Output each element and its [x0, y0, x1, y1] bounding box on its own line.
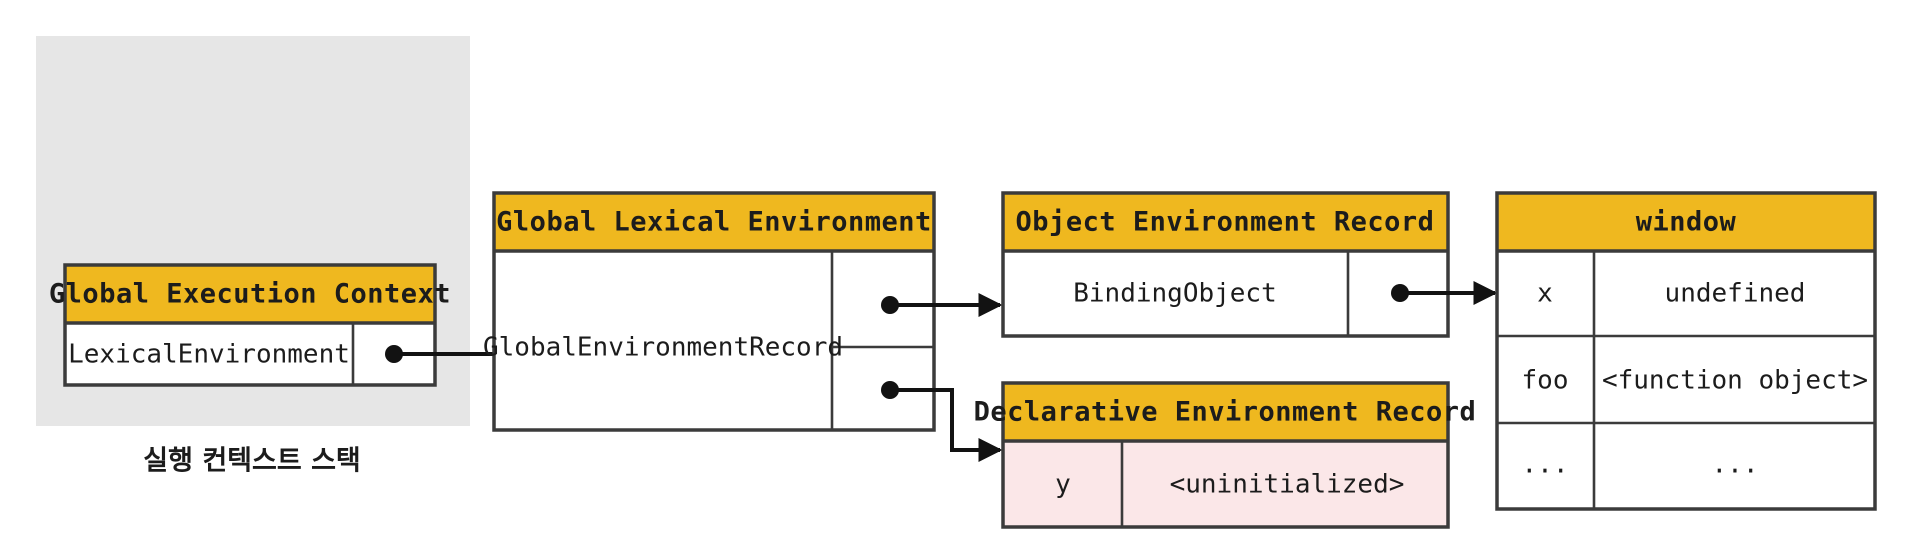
window-value-foo: <function object> — [1602, 366, 1868, 396]
global-execution-context-box: Global Execution Context LexicalEnvironm… — [49, 263, 451, 387]
declarative-binding-key: y — [1055, 470, 1071, 500]
window-key-foo: foo — [1522, 366, 1569, 396]
window-row-x: x undefined — [1537, 279, 1805, 309]
window-header: window — [1636, 207, 1737, 238]
window-row-ellipsis: ... ... — [1522, 450, 1759, 480]
window-row-foo: foo <function object> — [1522, 366, 1869, 396]
connector-gle-to-declarative-record — [890, 388, 1003, 462]
binding-object-label: BindingObject — [1073, 279, 1277, 309]
declarative-binding-value: <uninitialized> — [1170, 470, 1405, 500]
global-lexical-environment-box: Global Lexical Environment GlobalEnviron… — [483, 191, 936, 432]
window-value-ellipsis: ... — [1712, 450, 1759, 480]
global-environment-record-label: GlobalEnvironmentRecord — [483, 333, 843, 363]
declarative-environment-record-header: Declarative Environment Record — [974, 397, 1477, 428]
window-key-ellipsis: ... — [1522, 450, 1569, 480]
object-environment-record-box: Object Environment Record BindingObject — [1001, 191, 1450, 338]
window-key-x: x — [1537, 279, 1553, 309]
stack-caption: 실행 컨텍스트 스택 — [143, 446, 361, 477]
window-value-x: undefined — [1665, 279, 1806, 309]
lexical-environment-label: LexicalEnvironment — [68, 340, 350, 370]
window-object-box: window x undefined foo <function object>… — [1495, 191, 1877, 511]
object-environment-record-header: Object Environment Record — [1016, 207, 1435, 238]
global-execution-context-header: Global Execution Context — [49, 279, 451, 310]
global-lexical-environment-header: Global Lexical Environment — [496, 207, 932, 238]
declarative-environment-record-box: Declarative Environment Record y <uninit… — [974, 381, 1477, 529]
